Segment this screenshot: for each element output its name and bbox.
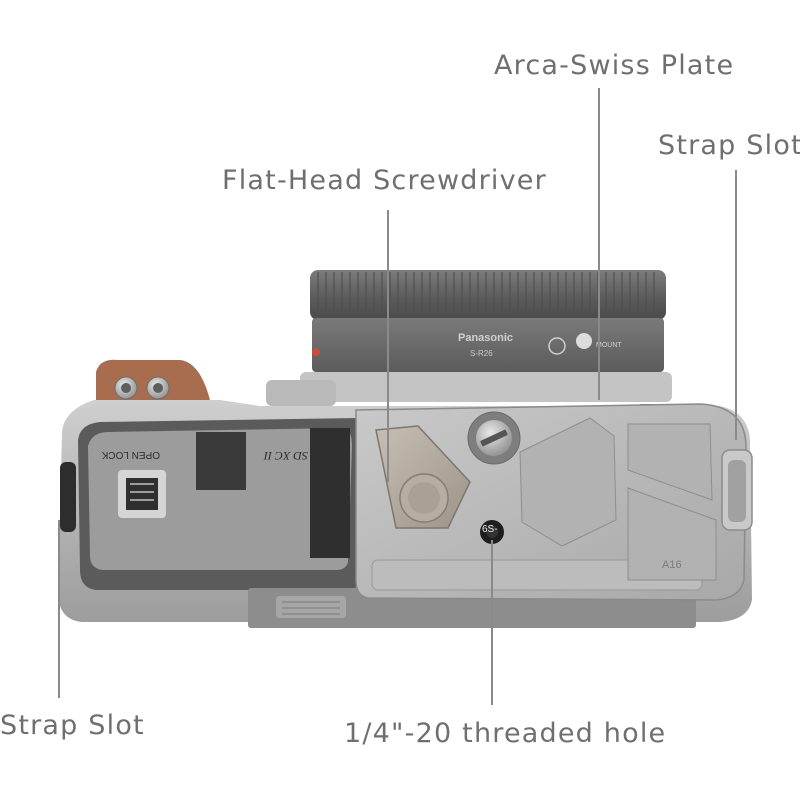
hole-label-marking: 6S- xyxy=(482,524,498,535)
callout-strap-slot-right: Strap Slot xyxy=(658,130,800,161)
callout-strap-slot-left: Strap Slot xyxy=(0,710,145,741)
callout-arca-swiss-plate: Arca-Swiss Plate xyxy=(494,50,735,81)
arca-swiss-plate: A16 xyxy=(355,403,747,601)
leader-strap-slot-right xyxy=(735,170,737,440)
battery-door-marking: OPEN LOCK xyxy=(101,449,160,460)
leader-threaded-hole xyxy=(491,540,493,705)
brand-marking: Panasonic xyxy=(458,332,513,344)
card-logo-marking: SD XC II xyxy=(263,449,308,463)
mount-marking: MOUNT xyxy=(596,342,622,349)
battery-door: OPEN LOCK SD XC II xyxy=(78,418,366,590)
leader-arca-swiss-plate xyxy=(598,88,600,400)
leader-strap-slot-left xyxy=(58,520,60,698)
callout-threaded-hole: 1/4"-20 threaded hole xyxy=(344,718,667,749)
strap-slot-right-part xyxy=(721,449,753,531)
strap-slot-left-part xyxy=(60,462,76,532)
threaded-hole: 6S- xyxy=(480,520,504,544)
flat-head-screwdriver xyxy=(375,425,471,529)
lens-cap: Panasonic S-R26 MOUNT xyxy=(310,270,666,372)
plate-model-marking: A16 xyxy=(662,559,682,571)
lens-cap-model-marking: S-R26 xyxy=(470,349,493,358)
leader-flat-head-screwdriver xyxy=(387,210,389,482)
callout-flat-head-screwdriver: Flat-Head Screwdriver xyxy=(222,165,547,196)
